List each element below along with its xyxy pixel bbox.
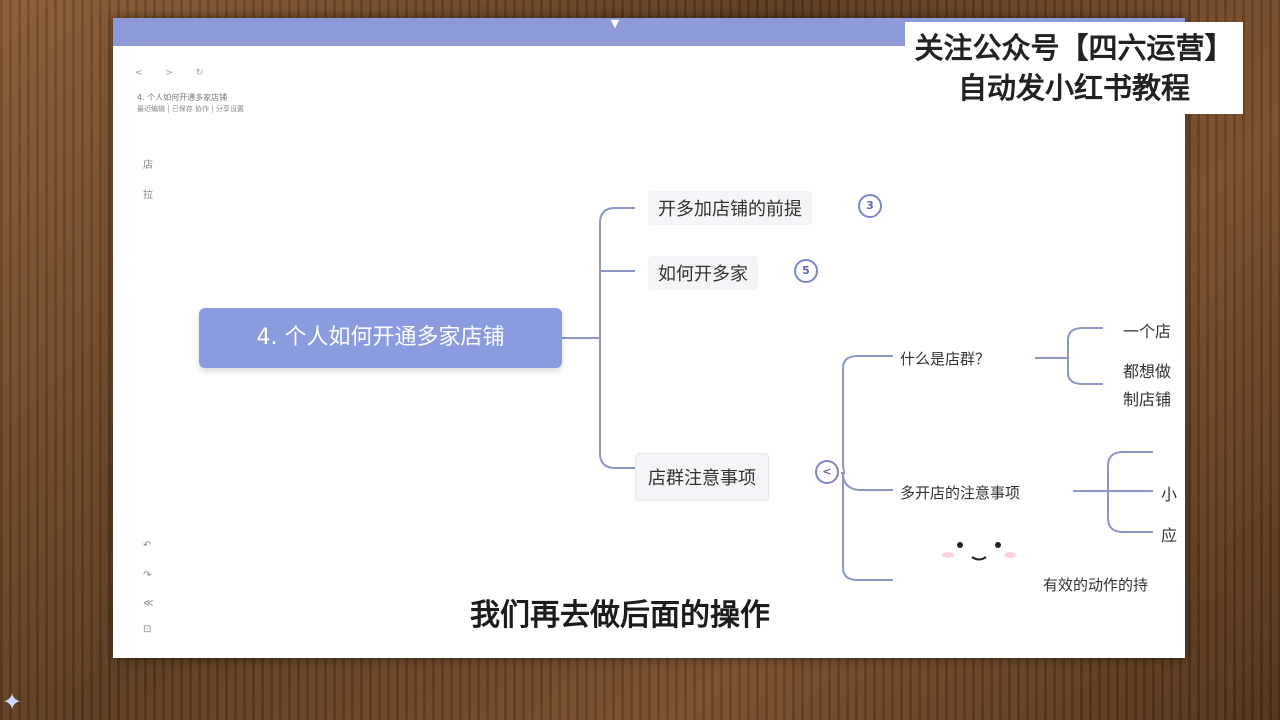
- watermark-line-2: 自动发小红书教程: [957, 71, 1190, 105]
- leaf-node[interactable]: 应: [1161, 526, 1178, 545]
- expand-badge-icon[interactable]: 3: [858, 194, 882, 218]
- cloud-mascot-icon: [928, 516, 1028, 581]
- mindmap-root-node[interactable]: 4. 个人如何开通多家店铺: [199, 308, 562, 368]
- fit-view-icon[interactable]: ⊡: [143, 624, 152, 635]
- collapse-badge-icon[interactable]: <: [815, 460, 839, 484]
- document-status: 最近编辑 | 已保存 协作 | 分享设置: [137, 105, 244, 113]
- undo-icon[interactable]: ↶: [143, 540, 152, 551]
- expand-badge-icon[interactable]: 5: [794, 259, 818, 283]
- document-title: 4. 个人如何开通多家店铺: [137, 93, 228, 102]
- dropdown-icon[interactable]: ▼: [610, 18, 620, 30]
- promo-watermark: 关注公众号【四六运营】 自动发小红书教程: [905, 22, 1243, 114]
- sub-node-effective[interactable]: 有效的动作的持: [1043, 576, 1149, 594]
- sub-node-what-is[interactable]: 什么是店群？: [900, 350, 991, 368]
- connector-lines: [562, 207, 1153, 581]
- collapse-icon[interactable]: ≪: [143, 598, 154, 609]
- branch-node-store-group[interactable]: 店群注意事项: [635, 453, 769, 501]
- branch-node-how-to[interactable]: 如何开多家: [648, 256, 758, 290]
- sidebar-icon-2[interactable]: 拉: [143, 190, 153, 201]
- leaf-node[interactable]: 小: [1161, 485, 1178, 504]
- sidebar-icon-1[interactable]: 店: [143, 160, 153, 171]
- watermark-line-1: 关注公众号【四六运营】: [914, 31, 1234, 65]
- video-subtitle: 我们再去做后面的操作: [470, 598, 770, 633]
- branch-node-prerequisite[interactable]: 开多加店铺的前提: [648, 191, 812, 225]
- leaf-node[interactable]: 一个店: [1123, 322, 1172, 341]
- nav-buttons[interactable]: < > ↻: [135, 68, 214, 78]
- leaf-node[interactable]: 都想做: [1123, 362, 1172, 381]
- sub-node-notes[interactable]: 多开店的注意事项: [900, 484, 1021, 502]
- sparkle-icon: ✦: [2, 688, 23, 716]
- redo-icon[interactable]: ↷: [143, 570, 152, 581]
- leaf-node[interactable]: 制店铺: [1123, 390, 1172, 409]
